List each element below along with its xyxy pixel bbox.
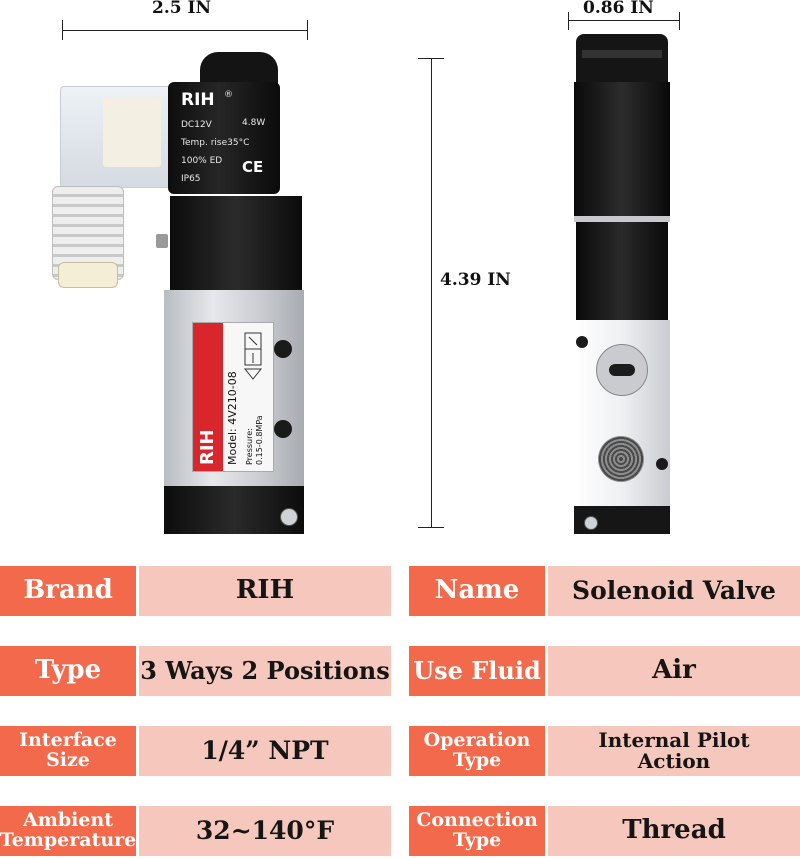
side-small-port-left [576, 336, 588, 348]
pilot-adapter [170, 196, 302, 292]
height-dimension-label: 4.39 IN [440, 270, 511, 290]
side-port-upper [596, 344, 648, 396]
valve-symbol-icon [243, 332, 263, 380]
spec-key-name: Name [409, 566, 545, 616]
depth-dimension-line [568, 20, 680, 21]
label-red-band: RIH [193, 323, 223, 471]
spec-value-name: Solenoid Valve [548, 566, 800, 616]
label-pressure-title: Pressure: [245, 428, 254, 465]
connector-window [103, 97, 161, 167]
spec-key-use-fluid: Use Fluid [409, 646, 545, 696]
din-connector [60, 86, 174, 188]
spec-key-interface-size: Interface Size [0, 726, 136, 776]
side-port-upper-slot [609, 364, 635, 376]
side-coil-cap [576, 34, 668, 84]
height-dimension-tick-bottom [418, 527, 444, 528]
label-pressure-value: 0.15-0.8MPa [255, 415, 264, 465]
coil-brand: RIH [181, 90, 215, 110]
width-dimension-label: 2.5 IN [152, 0, 211, 18]
spec-value-brand: RIH [139, 566, 391, 616]
coil-temp: Temp. rise35°C [181, 138, 250, 148]
spec-key-connection-type: Connection Type [409, 806, 545, 856]
side-adapter [576, 222, 668, 320]
adapter-knob [156, 234, 168, 248]
side-port-lower [598, 436, 644, 482]
body-port-top [274, 340, 292, 358]
width-dimension-tick-left [62, 20, 63, 40]
side-cap-ring [582, 50, 662, 58]
spec-value-interface-size: 1/4” NPT [139, 726, 391, 776]
cable-gland-cap [58, 262, 118, 288]
depth-dimension-tick-right [679, 12, 680, 30]
valve-label-plate: RIH Model: 4V210-08 Pressure: 0.15-0.8MP… [192, 322, 274, 472]
side-small-port-right [656, 458, 668, 470]
coil-voltage: DC12V [181, 120, 212, 130]
spec-key-ambient-temperature: Ambient Temperature [0, 806, 136, 856]
width-dimension-line [62, 30, 308, 31]
width-dimension-tick-right [307, 20, 308, 40]
spec-value-type: 3 Ways 2 Positions [139, 646, 391, 696]
side-separator [574, 216, 670, 222]
spec-key-operation-type: Operation Type [409, 726, 545, 776]
spec-value-ambient-temperature: 32~140°F [139, 806, 391, 856]
label-model: Model: 4V210-08 [226, 371, 239, 465]
spec-value-operation-type: Internal Pilot Action [548, 726, 800, 776]
valve-end-cap [164, 486, 304, 534]
solenoid-coil: RIH ® DC12V 4.8W Temp. rise35°C 100% ED … [168, 82, 280, 194]
height-dimension-tick-top [418, 58, 444, 59]
coil-reg-mark: ® [224, 90, 233, 100]
side-valve-body [574, 320, 670, 506]
spec-value-connection-type: Thread [548, 806, 800, 856]
label-brand: RIH [197, 429, 218, 465]
spec-key-type: Type [0, 646, 136, 696]
height-dimension-line [431, 58, 432, 528]
side-end-cap-screw [584, 516, 598, 530]
end-cap-screw [280, 508, 298, 526]
coil-duty: 100% ED [181, 156, 223, 166]
depth-dimension-label: 0.86 IN [583, 0, 654, 18]
depth-dimension-tick-left [568, 12, 569, 30]
ce-mark-icon: CE [242, 158, 264, 176]
spec-value-use-fluid: Air [548, 646, 800, 696]
coil-power: 4.8W [242, 118, 266, 128]
body-port-bottom [274, 420, 292, 438]
coil-ip-rating: IP65 [181, 174, 201, 184]
spec-key-brand: Brand [0, 566, 136, 616]
side-coil [574, 82, 670, 218]
